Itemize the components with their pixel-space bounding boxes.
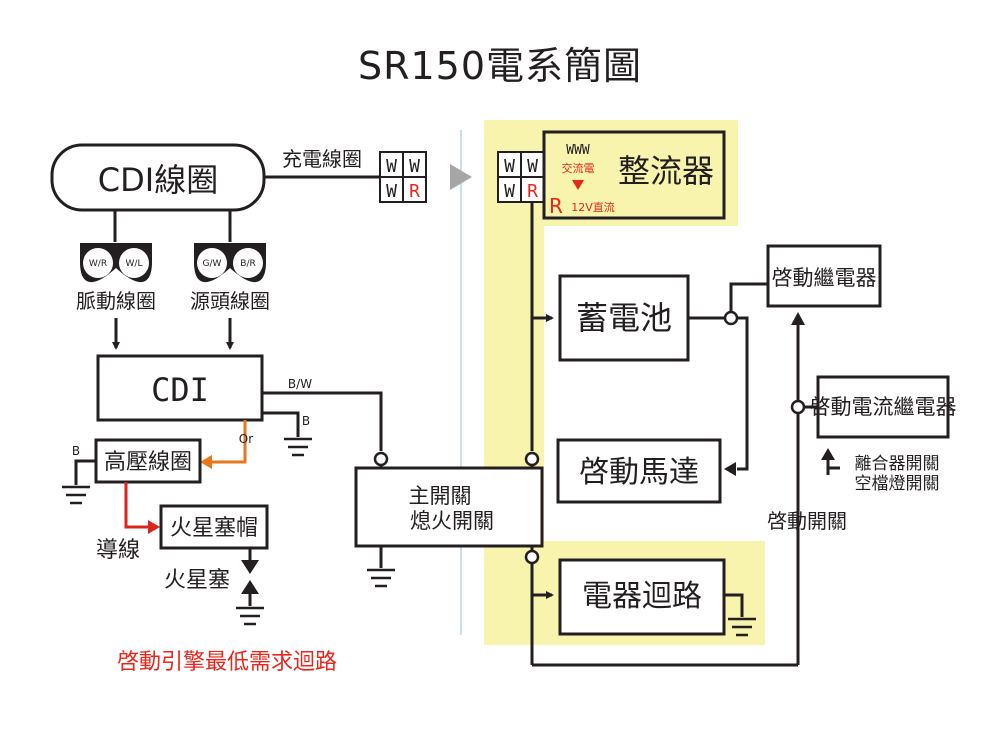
starter-motor-label: 啓動馬達 <box>579 455 699 490</box>
start-switch-label: 啓動開關 <box>767 509 847 533</box>
dc-label: 12V直流 <box>571 200 615 214</box>
main-switch-box <box>354 466 544 548</box>
charging-coil-label: 充電線圈 <box>282 147 362 171</box>
relay-node <box>790 399 806 415</box>
rectifier-box <box>542 130 726 220</box>
clutch-switch-label-1: 離合器開關 <box>855 454 940 474</box>
down-triangle-icon <box>572 180 584 190</box>
cdi-box <box>96 354 264 422</box>
ignition-coil-label: 高壓線圈 <box>104 450 192 475</box>
svg-text:W/L: W/L <box>126 259 143 269</box>
starter-motor-box <box>556 438 722 504</box>
spark-plug-cap-box <box>159 504 269 550</box>
dc-bus-node-lower <box>524 549 540 565</box>
spark-plug-label: 火星塞 <box>164 568 230 593</box>
svg-text:R: R <box>527 181 538 202</box>
start-current-relay-label: 啓動電流繼電器 <box>810 395 957 419</box>
svg-text:W: W <box>504 181 515 202</box>
main-switch-label-line2: 熄火開關 <box>410 509 494 533</box>
battery-box <box>558 274 690 362</box>
charging-coil-terminal-block: W W W R <box>379 151 427 203</box>
svg-text:G/W: G/W <box>203 259 222 269</box>
wire-bw-label: B/W <box>288 377 312 391</box>
rectifier-terminal-block: W W W R <box>497 151 545 203</box>
cdi-coil-label: CDI線圈 <box>98 161 218 199</box>
svg-text:W: W <box>386 156 397 177</box>
dc-bus-node-upper <box>524 451 540 467</box>
svg-text:W: W <box>386 181 397 202</box>
ignition-ground-icon <box>62 485 90 505</box>
ignition-ground-label: B <box>72 444 80 458</box>
svg-text:R: R <box>409 181 420 202</box>
svg-text:W: W <box>504 156 515 177</box>
wire-b-label: B <box>302 414 310 428</box>
red-lead-wire <box>124 482 150 529</box>
wire-or-label: Or <box>239 432 253 446</box>
svg-text:W: W <box>527 156 538 177</box>
svg-text:W/R: W/R <box>89 259 107 269</box>
spark-plug-cap-label: 火星塞帽 <box>170 516 258 541</box>
min-circuit-caption: 啓動引擎最低需求迴路 <box>117 650 337 675</box>
spark-plug-ground-icon <box>236 606 264 626</box>
cdi-ground-icon <box>284 437 312 457</box>
circuit-ground-icon <box>728 617 756 637</box>
clutch-switch-label-2: 空檔燈開關 <box>855 474 940 494</box>
main-switch-ground-icon <box>367 568 395 588</box>
starter-relay-box <box>766 244 882 308</box>
starter-relay-label-1: 啓動繼電器 <box>772 266 877 290</box>
battery-label: 蓄電池 <box>576 299 672 337</box>
orange-wire <box>210 420 247 464</box>
dc-r-label: R <box>549 194 563 218</box>
gray-arrow-icon <box>450 164 472 190</box>
source-coil-symbol: G/W B/R <box>194 243 266 283</box>
rectifier-label: 整流器 <box>618 152 714 190</box>
electrical-circuit-box <box>558 558 726 636</box>
battery-node <box>723 310 739 326</box>
lead-wire-label: 導線 <box>96 538 140 563</box>
pulse-coil-label: 脈動線圈 <box>76 289 156 313</box>
rectifier-input-label: WWW <box>566 143 590 158</box>
main-switch-label-line1: 主開關 <box>409 484 472 508</box>
start-current-relay-box <box>816 375 950 439</box>
cdi-label: CDI <box>151 371 209 409</box>
ac-label: 交流電 <box>562 161 595 175</box>
pulse-coil-symbol: W/R W/L <box>80 243 152 283</box>
spark-plug-symbol <box>241 548 259 606</box>
page-title: SR150電系簡圖 <box>358 44 642 88</box>
source-coil-label: 源頭線圈 <box>190 289 270 313</box>
electrical-circuit-label: 電器迴路 <box>582 579 702 614</box>
svg-text:W: W <box>409 156 420 177</box>
svg-text:B/R: B/R <box>240 259 255 269</box>
main-switch-node <box>373 451 389 467</box>
